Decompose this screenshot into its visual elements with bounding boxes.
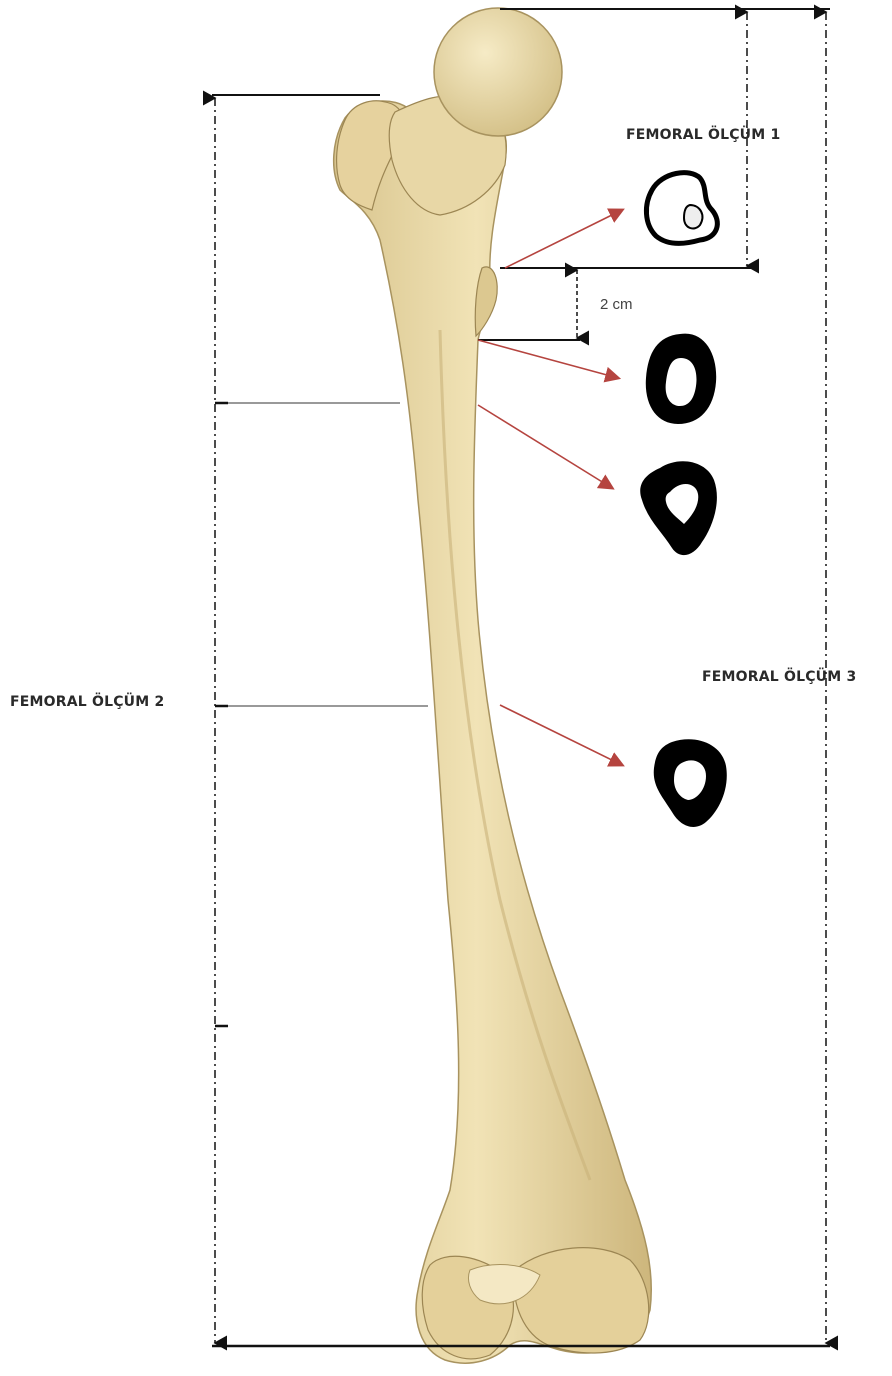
arrow-section-4 <box>500 705 622 765</box>
arrow-section-3 <box>478 405 612 488</box>
cross-section-3 <box>640 461 717 555</box>
cross-sections <box>640 173 727 827</box>
arrow-section-1 <box>505 210 622 268</box>
measurement-3-label: FEMORAL ÖLÇÜM 3 <box>702 669 856 685</box>
cross-section-2 <box>646 334 716 424</box>
cross-section-4 <box>654 739 727 827</box>
pointer-arrows <box>478 210 622 765</box>
femur-bone <box>334 8 652 1363</box>
measurement-2-label: FEMORAL ÖLÇÜM 2 <box>10 694 164 710</box>
measurement-1-label: FEMORAL ÖLÇÜM 1 <box>626 127 780 143</box>
offset-label: 2 cm <box>600 296 633 313</box>
arrow-section-2 <box>478 340 618 378</box>
section-guides <box>228 403 428 706</box>
femoral-head <box>434 8 562 136</box>
cross-section-1 <box>646 173 717 244</box>
